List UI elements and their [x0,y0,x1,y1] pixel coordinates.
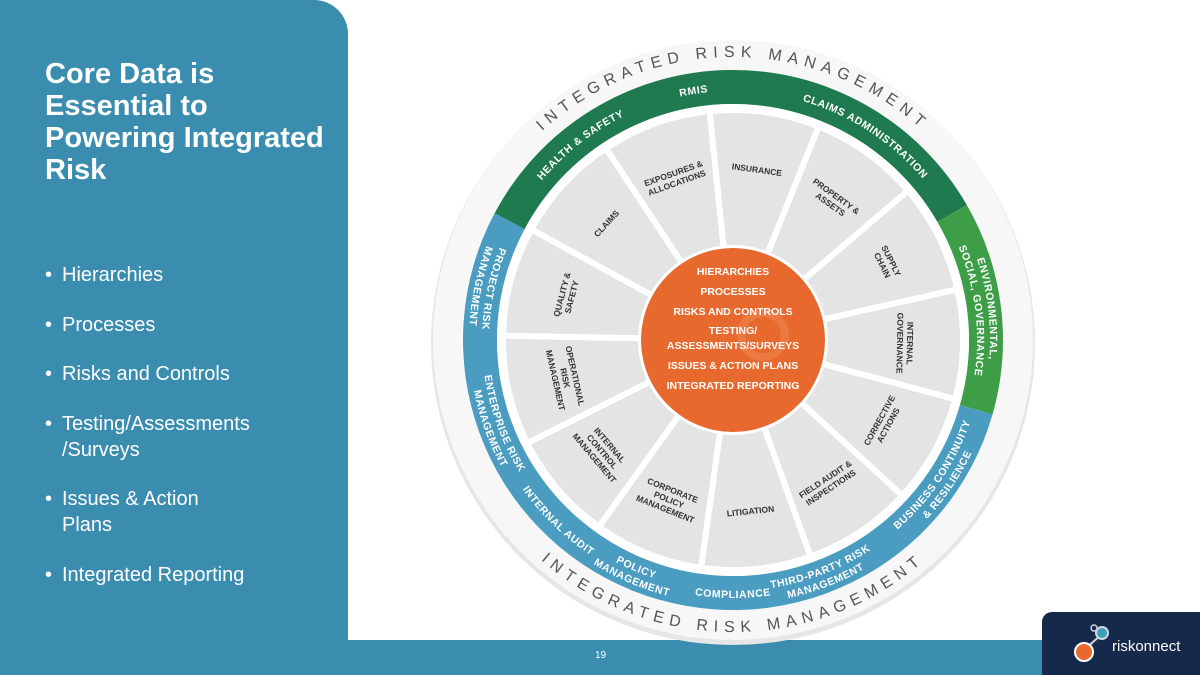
center-item: INTEGRATED REPORTING [667,380,800,392]
bullet-list: •Hierarchies •Processes •Risks and Contr… [45,262,312,611]
ring-label: COMPLIANCE [694,586,771,601]
bullet-item: •Issues & Action Plans [45,488,199,536]
ring-band-dark-green [494,70,967,230]
center-item: ASSESSMENTS/SURVEYS [667,340,799,352]
watermark-icon [737,309,789,361]
page-number: 19 [595,650,607,661]
bullet-item: •Risks and Controls [45,363,230,385]
center-item: HIERARCHIES [697,266,769,278]
riskonnect-logo: riskonnect [1042,612,1200,675]
bullet-item: •Integrated Reporting [45,563,245,586]
segment-label: INTERNALGOVERNANCE [894,313,915,375]
bullet-item: •Hierarchies [45,264,164,286]
segment-label: LITIGATION [726,504,774,519]
center-item: PROCESSES [700,286,765,298]
center-core-data [641,248,825,432]
footer-bar [348,640,1048,675]
slide-title: Core Data is Essential to Powering Integ… [45,58,324,186]
left-panel: Core Data is Essential to Powering Integ… [0,0,348,675]
center-item: TESTING/ [709,325,758,337]
center-item: ISSUES & ACTION PLANS [668,360,798,372]
bullet-item: •Processes [45,313,156,336]
logo-mark-icon [1074,624,1109,662]
logo-text: riskonnect [1112,638,1181,655]
ring-label: RMIS [678,83,708,99]
bullet-item: •Testing/Assessments /Surveys [45,412,250,461]
center-item: RISKS AND CONTROLS [673,306,792,318]
ring-band-light-green [937,205,1003,415]
